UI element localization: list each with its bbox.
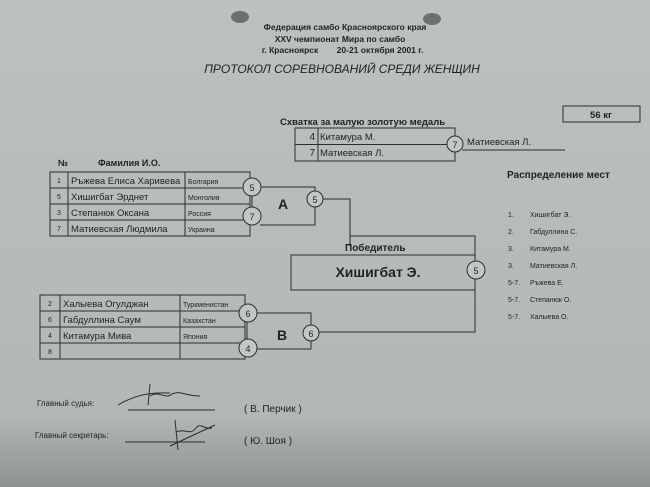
svg-text:7: 7 — [57, 226, 61, 233]
punch-hole — [231, 11, 249, 23]
table-row: 3 Степанюк Оксана Россия — [57, 208, 211, 219]
group-b-winner: 6 — [308, 329, 313, 339]
secretary-name: ( Ю. Шоя ) — [244, 436, 292, 447]
winner-label: Победитель — [345, 242, 406, 254]
svg-text:Ръжева Елиса Харивева: Ръжева Елиса Харивева — [71, 176, 181, 187]
weight-class: 56 кг — [590, 110, 612, 121]
list-item: 5-7. Степанюк О. — [508, 297, 571, 304]
table-row: 7 Матиевская Людмила Украина — [57, 224, 215, 235]
bronze-match-title: Схватка за малую золотую медаль — [280, 117, 445, 128]
svg-text:Халыева О.: Халыева О. — [530, 314, 568, 321]
svg-text:Хишигбат Эрднет: Хишигбат Эрднет — [71, 192, 149, 203]
event-date: 20-21 октября 2001 г. — [337, 45, 424, 55]
column-name: Фамилия И.О. — [98, 158, 160, 168]
list-item: 1. Хишигбат Э. — [508, 211, 570, 219]
svg-text:4: 4 — [309, 132, 315, 143]
placings-list: 1. Хишигбат Э. 2. Габдуллина С. 3. Китамура… — [508, 211, 577, 321]
final-winner-no: 5 — [473, 266, 478, 276]
svg-text:3.: 3. — [508, 263, 514, 270]
table-row: 8 — [48, 349, 52, 356]
svg-text:Хишигбат Э.: Хишигбат Э. — [530, 211, 570, 219]
svg-text:Халыева Огулджан: Халыева Огулджан — [63, 299, 149, 310]
secretary-signature — [169, 419, 216, 451]
table-row: 1 Ръжева Елиса Харивева Болгария — [57, 176, 218, 187]
group-b-semi-2: 4 — [245, 344, 250, 354]
svg-text:5: 5 — [57, 194, 61, 201]
final-winner-name: Хишигбат Э. — [335, 264, 420, 280]
final-bracket — [318, 235, 476, 333]
svg-text:Казахстан: Казахстан — [183, 318, 216, 325]
judge-name: ( В. Перчик ) — [244, 404, 302, 415]
svg-text:4: 4 — [48, 333, 52, 340]
group-b-semi-1: 6 — [245, 309, 250, 319]
group-b-label: B — [277, 327, 287, 343]
svg-text:5-7.: 5-7. — [508, 314, 520, 321]
table-row: 6 Габдуллина Саум Казахстан — [48, 315, 216, 326]
placings-title: Распределение мест — [507, 170, 610, 181]
svg-text:Болгария: Болгария — [188, 179, 219, 186]
list-item: 5-7. Халыева О. — [508, 314, 568, 321]
svg-text:Украина: Украина — [188, 227, 215, 234]
bronze-winner-no: 7 — [452, 140, 457, 150]
group-a-label: A — [278, 196, 288, 212]
document-title: ПРОТОКОЛ СОРЕВНОВАНИЙ СРЕДИ ЖЕНЩИН — [204, 60, 480, 76]
svg-text:1: 1 — [57, 178, 61, 185]
city: г. Красноярск — [262, 45, 319, 55]
svg-text:Степанюк О.: Степанюк О. — [530, 297, 571, 304]
svg-text:Китамура М.: Китамура М. — [530, 246, 571, 253]
championship-line: XXV чемпионат Мира по самбо — [275, 34, 406, 44]
svg-text:Китамура Мива: Китамура Мива — [63, 331, 132, 342]
svg-text:7: 7 — [309, 148, 315, 159]
svg-text:2.: 2. — [508, 229, 514, 236]
svg-text:3.: 3. — [508, 246, 514, 253]
punch-hole — [423, 13, 441, 25]
judge-signature — [117, 383, 201, 406]
weight-class-box — [562, 105, 641, 123]
svg-text:8: 8 — [48, 349, 52, 356]
list-item: 3. Китамура М. — [508, 246, 571, 253]
column-no: № — [58, 158, 68, 168]
svg-text:5-7.: 5-7. — [508, 297, 520, 304]
svg-text:Габдуллина С.: Габдуллина С. — [530, 228, 577, 236]
list-item: 3. Матиевская Л. — [508, 263, 577, 270]
svg-text:Япония: Япония — [183, 334, 208, 341]
group-a-semi-2: 7 — [249, 212, 254, 222]
svg-text:Габдуллина Саум: Габдуллина Саум — [63, 315, 141, 326]
group-b-table: 2 Халыева Огулджан Туркменистан 6 Габдуллин… — [39, 294, 246, 360]
table-row: 2 Халыева Огулджан Туркменистан — [48, 299, 228, 310]
svg-text:Степанюк Оксана: Степанюк Оксана — [71, 208, 150, 219]
svg-text:Матиевская Людмила: Матиевская Людмила — [71, 224, 168, 235]
svg-text:2: 2 — [48, 301, 52, 308]
svg-text:Матиевская Л.: Матиевская Л. — [530, 263, 577, 270]
svg-text:1.: 1. — [508, 212, 514, 219]
table-row: 4 Китамура Мива Япония — [48, 331, 207, 342]
svg-text:Ръжева Е.: Ръжева Е. — [530, 280, 564, 287]
list-item: 5-7. Ръжева Е. — [508, 280, 564, 287]
federation-line: Федерация самбо Красноярского края — [264, 22, 427, 32]
svg-text:Туркменистан: Туркменистан — [183, 302, 228, 309]
svg-text:5-7.: 5-7. — [508, 280, 520, 287]
svg-text:Россия: Россия — [188, 211, 211, 218]
judge-label: Главный судья: — [37, 399, 94, 408]
group-a-winner: 5 — [312, 195, 317, 205]
bronze-winner-name: Матиевская Л. — [467, 137, 531, 148]
table-row: 5 Хишигбат Эрднет Монголия — [57, 192, 220, 203]
svg-text:Монголия: Монголия — [188, 195, 220, 202]
list-item: 2. Габдуллина С. — [508, 228, 577, 236]
bronze-winner-circle — [446, 135, 464, 153]
svg-text:3: 3 — [57, 210, 61, 217]
svg-text:Матиевская Л.: Матиевская Л. — [320, 148, 384, 159]
secretary-label: Главный секретарь: — [35, 431, 109, 440]
svg-text:Китамура М.: Китамура М. — [320, 132, 375, 143]
svg-text:6: 6 — [48, 317, 52, 324]
group-a-semi-1: 5 — [249, 183, 254, 193]
